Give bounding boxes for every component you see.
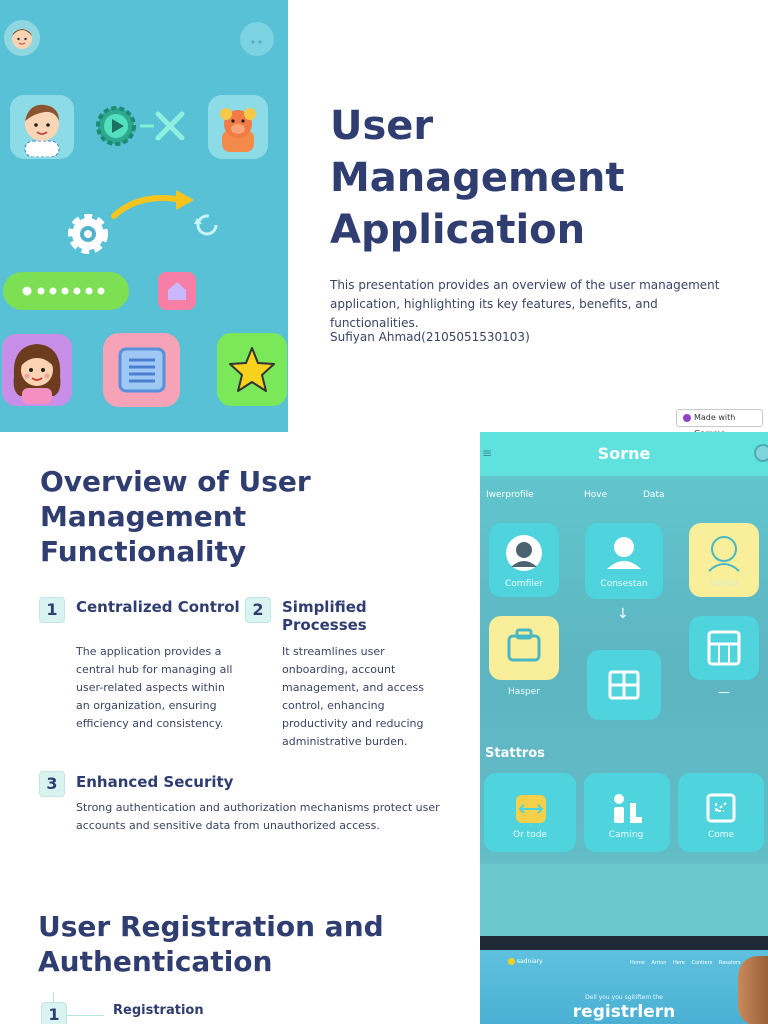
overview-title: Overview of User Management Functionalit… (40, 465, 311, 568)
app-tile-grid[interactable] (587, 650, 661, 720)
presentation-description: This presentation provides an overview o… (330, 278, 720, 330)
hero-illustration (0, 0, 288, 432)
stat-label: Come (707, 830, 735, 840)
author-name: Sufiyan Ahmad(2105051530103) (330, 330, 530, 344)
chat-bubble-icon (240, 22, 274, 56)
feature-body: Strong authentication and authorization … (76, 801, 440, 832)
feature-body: The application provides a central hub f… (76, 645, 233, 730)
phone-app-screenshot: ≡ Sorne Iwerprofile Hove Data Comfiler C… (480, 432, 768, 1024)
app-label: — (718, 685, 730, 699)
feature-number-badge: 1 (39, 597, 65, 623)
document-tile (103, 333, 180, 407)
arrow-icon (110, 186, 200, 222)
registration-title: User Registration and Authentication (38, 910, 384, 978)
settings-play-icon (94, 104, 140, 148)
app-label: Consestan (600, 579, 648, 589)
phone-app-title: Sorne (597, 444, 651, 463)
web-subtitle: Dell you you sgitiftem the (585, 994, 663, 1001)
web-nav: Home Arrion Here Contiers Rasators (630, 960, 741, 966)
feature-number-badge: 3 (39, 771, 65, 797)
hand-graphic (738, 956, 768, 1024)
app-tile-comfiler[interactable] (489, 523, 559, 597)
settings-icon[interactable] (754, 444, 768, 462)
app-tile-calculator[interactable] (689, 616, 759, 680)
phone-header (480, 432, 768, 476)
web-logo-text: sadniary (516, 958, 543, 965)
stat-tile-caming[interactable] (584, 773, 670, 852)
phone-footer-area (480, 864, 768, 936)
app-label: Comfiler (505, 579, 543, 589)
feature-title: Enhanced Security (76, 773, 234, 791)
app-tile-hasper[interactable] (489, 616, 559, 680)
phone-nav-item[interactable]: Iwerprofile (486, 490, 534, 500)
tools-icon (140, 108, 188, 144)
made-with-gamma-badge[interactable]: Made with Gamma (676, 409, 763, 438)
password-field-graphic (3, 272, 129, 310)
feature-number-badge: 2 (245, 597, 271, 623)
step-title: Registration (113, 1003, 204, 1018)
pin-icon (508, 958, 515, 965)
star-tile (217, 333, 287, 406)
home-icon (158, 272, 196, 310)
step-number-badge: 1 (41, 1002, 67, 1024)
title-slide-content: User Management Application This present… (330, 100, 740, 344)
app-tile-consestan[interactable] (585, 523, 663, 599)
boy-avatar-tile (10, 95, 74, 159)
stat-label: Or tode (513, 830, 547, 840)
phone-nav-item[interactable]: Hove (584, 490, 608, 500)
timeline-connector (66, 1015, 104, 1016)
app-tile-sienta[interactable] (689, 523, 759, 597)
screen-divider (480, 936, 768, 950)
refresh-icon (192, 210, 222, 240)
phone-section-heading: Stattros (485, 746, 545, 761)
website-preview: sadniary Home Arrion Here Contiers Rasat… (480, 950, 768, 1024)
feature-title: Simplified Processes (282, 598, 367, 634)
gamma-logo-icon (683, 414, 691, 422)
web-headline: registrlern (572, 1002, 676, 1022)
stat-tile-come[interactable] (678, 773, 764, 852)
menu-icon[interactable]: ≡ (482, 446, 493, 460)
feature-title: Centralized Control (76, 598, 240, 616)
web-logo: sadniary (508, 958, 543, 965)
gear-icon (64, 210, 112, 258)
animal-avatar-tile (208, 95, 268, 159)
girl-avatar-tile (2, 334, 72, 406)
app-label: Hasper (508, 687, 540, 697)
app-label: Sienta (709, 579, 739, 589)
stat-label: Caming (608, 830, 644, 840)
stat-tile-or-tode[interactable] (484, 773, 576, 852)
down-arrow-icon: ↓ (617, 606, 629, 622)
presentation-title: User Management Application (330, 103, 625, 253)
avatar-icon (4, 20, 40, 56)
feature-body: It streamlines user onboarding, account … (282, 645, 424, 748)
phone-nav-item[interactable]: Data (643, 490, 665, 500)
